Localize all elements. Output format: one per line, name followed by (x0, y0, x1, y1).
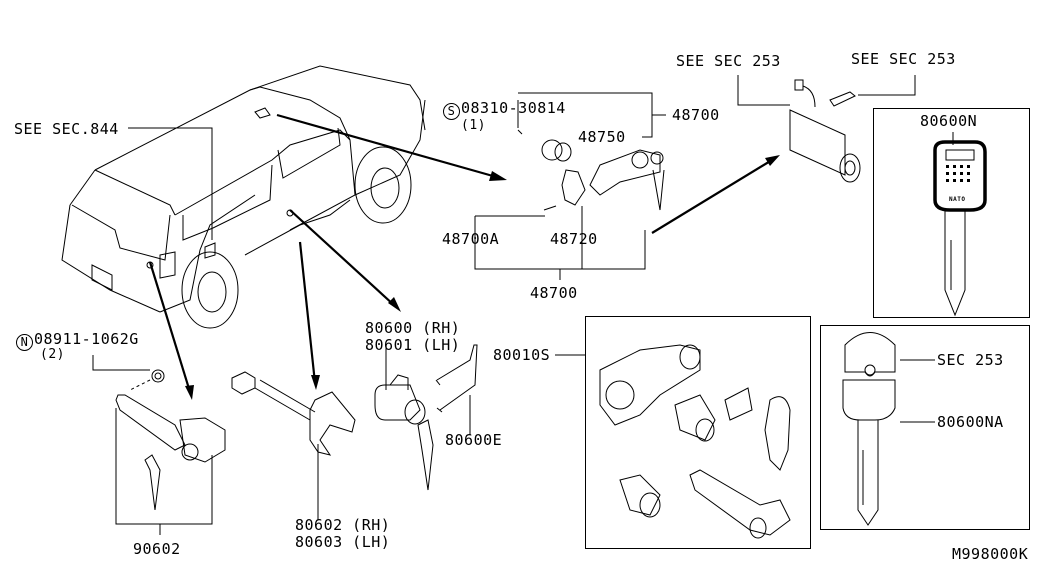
lock-set-80010s-frame (585, 316, 811, 549)
part-48720-label[interactable]: 48720 (550, 230, 598, 248)
part-80600n-label[interactable]: 80600N (920, 112, 978, 130)
nato-key-text: NATO (949, 196, 966, 203)
part-48700-top-label[interactable]: 48700 (672, 106, 720, 124)
bolt-quantity: (1) (461, 118, 486, 133)
standard-part-s-icon: S (443, 103, 460, 120)
nut-part-code: 08911-1062G (34, 330, 139, 348)
part-80600e-label[interactable]: 80600E (445, 431, 503, 449)
see-sec-253-label-b[interactable]: SEE SEC 253 (851, 50, 956, 68)
standard-part-n-icon: N (16, 334, 33, 351)
part-80603-lh-label[interactable]: 80603 (LH) (295, 533, 391, 551)
part-80600-rh-label[interactable]: 80600 (RH) (365, 319, 461, 337)
part-80010s-label[interactable]: 80010S (493, 346, 551, 364)
nut-quantity: (2) (40, 347, 65, 362)
vehicle-illustration (61, 65, 426, 329)
see-sec-844-label[interactable]: SEE SEC.844 (14, 120, 119, 138)
part-48700a-label[interactable]: 48700A (442, 230, 500, 248)
drawing-code: M998000K (952, 545, 1029, 563)
part-80600na-label[interactable]: 80600NA (937, 413, 1004, 431)
key-80600n-frame (873, 108, 1030, 318)
see-sec-253-label-a[interactable]: SEE SEC 253 (676, 52, 781, 70)
bolt-part-code: 08310-30814 (461, 99, 566, 117)
part-48700-bottom-label[interactable]: 48700 (530, 284, 578, 302)
part-90602-label[interactable]: 90602 (133, 540, 181, 558)
part-80602-rh-label[interactable]: 80602 (RH) (295, 516, 391, 534)
sec-253-keyhead-label[interactable]: SEC 253 (937, 351, 1004, 369)
keypad-dots (946, 165, 970, 182)
part-48750-label[interactable]: 48750 (578, 128, 626, 146)
part-80601-lh-label[interactable]: 80601 (LH) (365, 336, 461, 354)
key-80600na-frame (820, 325, 1030, 530)
